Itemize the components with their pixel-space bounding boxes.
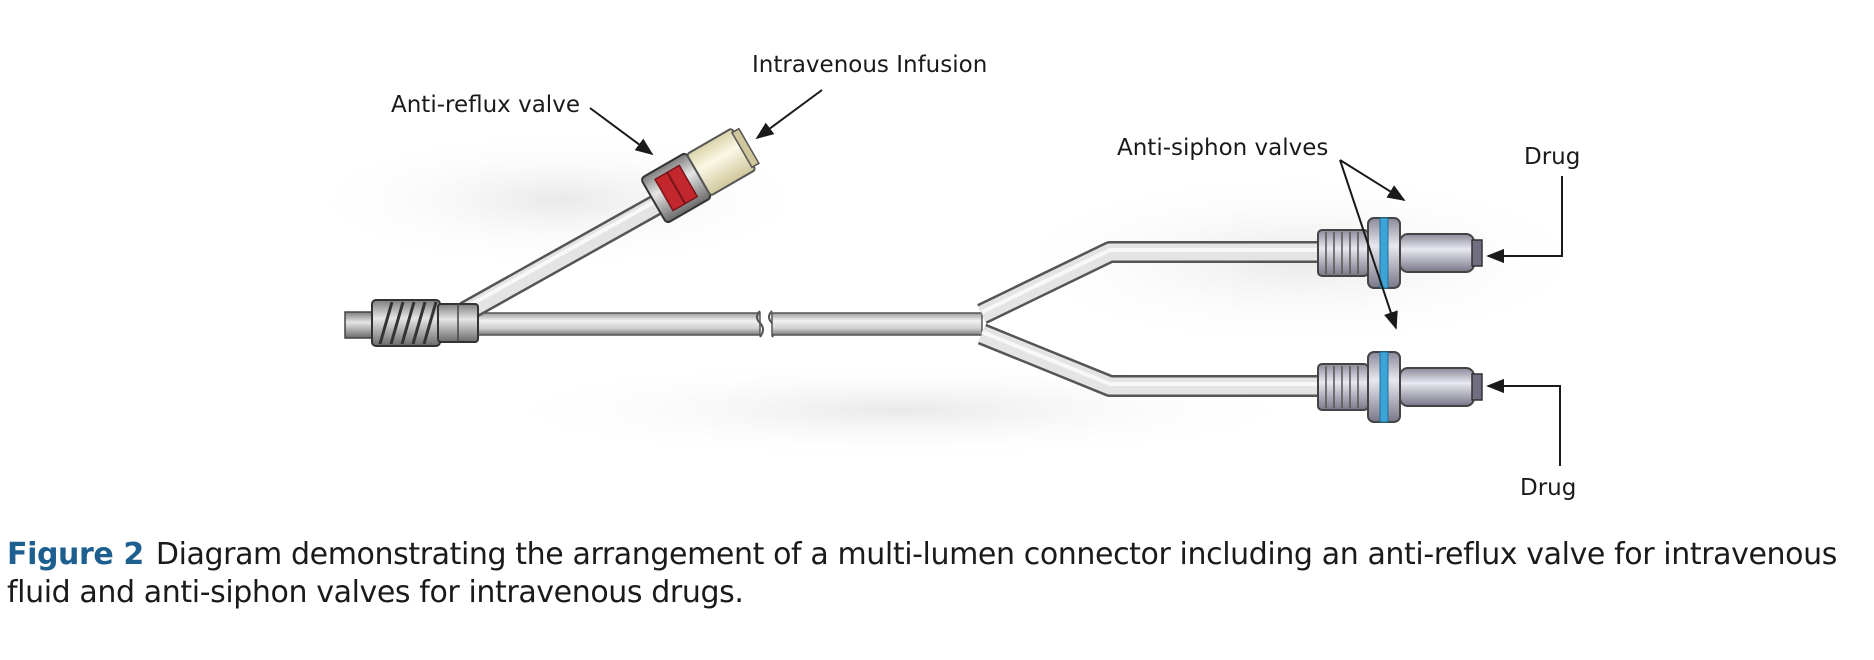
caption-text: Diagram demonstrating the arrangement of… (7, 537, 1837, 610)
label-drug-bottom: Drug (1520, 475, 1576, 501)
drug-line-upper (977, 241, 1320, 324)
anti-reflux-valve (641, 127, 760, 224)
label-anti-reflux-valve: Anti-reflux valve (391, 92, 580, 118)
infusion-branch-tube (459, 190, 671, 322)
arrow-drug-top (1486, 176, 1563, 264)
arrow-anti-siphon-upper (1339, 159, 1406, 201)
label-anti-siphon-valves: Anti-siphon valves (1117, 135, 1328, 161)
label-intravenous-infusion: Intravenous Infusion (752, 52, 987, 78)
arrow-intravenous-infusion (755, 89, 823, 140)
arrow-anti-siphon-lower (1339, 159, 1398, 330)
patient-connector-hub (344, 299, 479, 347)
multi-lumen-connector-diagram: Intravenous Infusion Anti-reflux valve A… (300, 52, 1600, 501)
arrow-drug-bottom (1486, 378, 1561, 466)
figure-label: Figure 2 (7, 537, 144, 572)
anti-siphon-valve-lower (1317, 351, 1483, 423)
main-tube-right (771, 312, 983, 336)
label-drug-top: Drug (1524, 144, 1580, 170)
main-tube-left (469, 312, 761, 336)
anti-siphon-valve-upper (1317, 217, 1483, 289)
drug-line-lower (977, 323, 1320, 397)
arrow-anti-reflux-valve (589, 107, 654, 156)
